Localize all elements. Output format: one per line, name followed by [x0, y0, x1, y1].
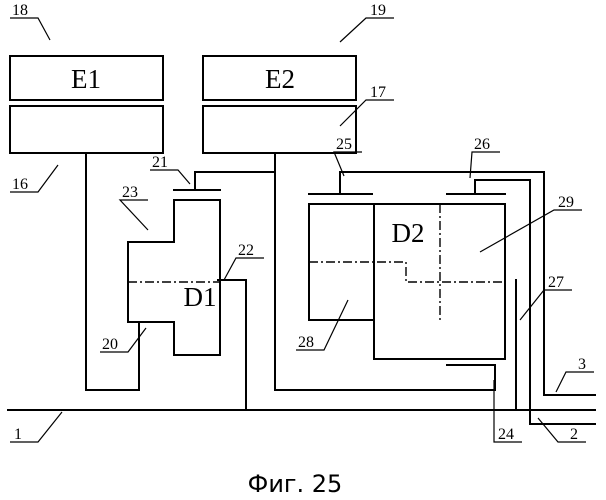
block-17	[203, 106, 356, 153]
leader-21	[150, 170, 190, 184]
callout-17: 17	[370, 84, 386, 101]
shafts	[8, 153, 595, 424]
leader-22	[224, 258, 264, 280]
callout-23: 23	[122, 184, 138, 201]
shaft-21-link	[195, 172, 275, 190]
callout-20: 20	[102, 336, 118, 353]
figure-caption: Фиг. 25	[248, 470, 343, 498]
leader-26	[470, 152, 500, 178]
leader-18	[10, 18, 50, 40]
label-e2: E2	[265, 64, 295, 94]
callout-24: 24	[498, 426, 514, 443]
callout-3: 3	[578, 356, 586, 373]
callout-16: 16	[12, 176, 28, 193]
differential-d1: D1	[128, 200, 236, 355]
leader-23	[120, 200, 148, 230]
callout-21: 21	[152, 154, 168, 171]
label-e1: E1	[71, 64, 101, 94]
callout-22: 22	[238, 242, 254, 259]
shaft-d1-out	[236, 280, 246, 410]
leader-3	[556, 372, 594, 392]
callout-18: 18	[12, 2, 28, 19]
callout-28: 28	[298, 334, 314, 351]
block-16	[10, 106, 163, 153]
callout-19: 19	[370, 2, 386, 19]
motor-e2-group: E2	[203, 56, 356, 153]
callout-26: 26	[474, 136, 490, 153]
shaft-2	[516, 280, 595, 424]
differential-d2: D2	[309, 204, 505, 359]
leader-2	[538, 418, 586, 442]
callout-25: 25	[336, 136, 352, 153]
label-d2: D2	[392, 218, 425, 248]
callout-2: 2	[570, 426, 578, 443]
callout-27: 27	[548, 274, 564, 291]
callout-1: 1	[14, 426, 22, 443]
leader-19	[340, 18, 394, 42]
label-d1: D1	[184, 282, 217, 312]
leader-27	[520, 290, 572, 320]
motor-e1-group: E1	[10, 56, 163, 153]
callout-29: 29	[558, 194, 574, 211]
